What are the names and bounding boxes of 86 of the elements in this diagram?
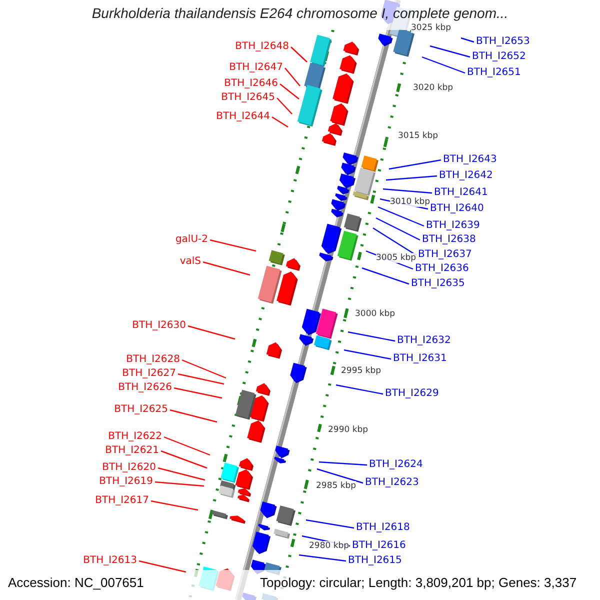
leader-line (460, 37, 474, 43)
gene-label: BTH_I2628 (126, 354, 180, 366)
gene-label: BTH_I2615 (348, 555, 402, 567)
leader-line (170, 409, 218, 423)
scale-label: 3020 kbp (413, 83, 454, 93)
gene-label: BTH_I2638 (422, 234, 476, 246)
leader-line (154, 481, 204, 487)
gene-label: BTH_I2616 (352, 540, 406, 552)
leader-line (336, 384, 384, 395)
gene-label: BTH_I2626 (118, 382, 172, 394)
leader-line (430, 45, 470, 58)
leader-line (298, 554, 346, 562)
leader-line (422, 56, 466, 74)
leader-line (276, 98, 292, 114)
leader-line (158, 467, 206, 481)
scale-label: 2985 kbp (316, 481, 356, 491)
gene-label: BTH_I2618 (356, 522, 410, 534)
scale-label: 3005 kbp (376, 253, 416, 263)
gene-label: BTH_I2617 (95, 495, 149, 507)
gene-label: BTH_I2620 (102, 462, 156, 474)
gene-label: BTH_I2623 (365, 477, 419, 489)
scale-label: 2995 kbp (341, 366, 382, 376)
scale-label: 2990 kbp (328, 425, 368, 435)
gene-label: BTH_I2621 (105, 445, 159, 457)
gene-label: BTH_I2624 (369, 459, 423, 471)
gene-label: BTH_I2651 (467, 67, 521, 79)
scale-label: 2980 kbp (309, 541, 350, 551)
leader-line (318, 461, 368, 466)
gene-label: BTH_I2629 (385, 388, 439, 400)
gene-label: BTH_I2636 (415, 263, 469, 275)
leader-line (178, 373, 224, 385)
leader-line (160, 450, 208, 469)
gene-label: BTH_I2631 (393, 353, 447, 365)
scale-label: 3015 kbp (398, 131, 438, 141)
leader-line (202, 261, 250, 276)
gene-label: BTH_I2630 (132, 320, 186, 332)
leader-line (388, 159, 442, 170)
gene-label: BTH_I2647 (229, 62, 283, 74)
leader-line (376, 217, 420, 241)
leader-line (182, 359, 226, 379)
scale-label: 3000 kbp (355, 309, 396, 319)
leader-line (378, 206, 424, 227)
gene-label: BTH_I2652 (472, 51, 526, 63)
leader-line (150, 500, 198, 511)
gene-label: BTH_I2637 (418, 249, 472, 261)
gene-label: BTH_I2646 (224, 78, 278, 90)
gene-label: BTH_I2625 (114, 404, 168, 416)
leader-line (188, 325, 236, 340)
footer-text: Topology: circular; Length: 3,809,201 bp; Genes: 3,337 (260, 575, 577, 590)
leader-line (138, 560, 186, 573)
gene-label: BTH_I2643 (443, 154, 497, 166)
gene-label: BTH_I2641 (434, 187, 488, 199)
gene-label: BTH_I2640 (430, 203, 484, 215)
leader-line (164, 436, 210, 456)
gene-label: BTH_I2645 (221, 92, 275, 104)
leader-line (344, 349, 392, 360)
leader-line (306, 519, 354, 529)
gene-label: galU-2 (175, 234, 208, 246)
leader-line (174, 387, 222, 399)
scale-label: 3010 kbp (390, 197, 430, 207)
leader-line (372, 228, 416, 256)
gene-label: BTH_I2635 (411, 278, 465, 290)
gene-label: BTH_I2627 (122, 368, 176, 380)
leader-line (290, 46, 308, 62)
gene-label: BTH_I2639 (426, 220, 480, 232)
leader-line (284, 68, 300, 86)
gene-label: BTH_I2632 (397, 335, 451, 347)
gene-label: valS (180, 256, 201, 268)
leader-line (348, 331, 396, 342)
gene-label: BTH_I2622 (108, 431, 162, 443)
gene-label: BTH_I2613 (83, 555, 137, 567)
leader-line (386, 175, 438, 181)
footer-text: Accession: NC_007651 (8, 575, 144, 590)
leader-line (362, 267, 410, 285)
scale-label: 3025 kbp (411, 23, 452, 33)
leader-line (316, 468, 364, 484)
gene-label: BTH_I2642 (439, 170, 493, 182)
gene-label: BTH_I2644 (216, 111, 270, 123)
gene-label: BTH_I2648 (235, 41, 289, 53)
leader-line (210, 239, 256, 252)
gene-label: BTH_I2619 (99, 476, 153, 488)
gene-label: BTH_I2653 (476, 36, 530, 48)
chart-title: Burkholderia thailandensis E264 chromosome I, complete genom... (90, 5, 510, 22)
leader-line (272, 116, 288, 128)
leader-line (280, 84, 300, 100)
leader-line (382, 188, 432, 194)
